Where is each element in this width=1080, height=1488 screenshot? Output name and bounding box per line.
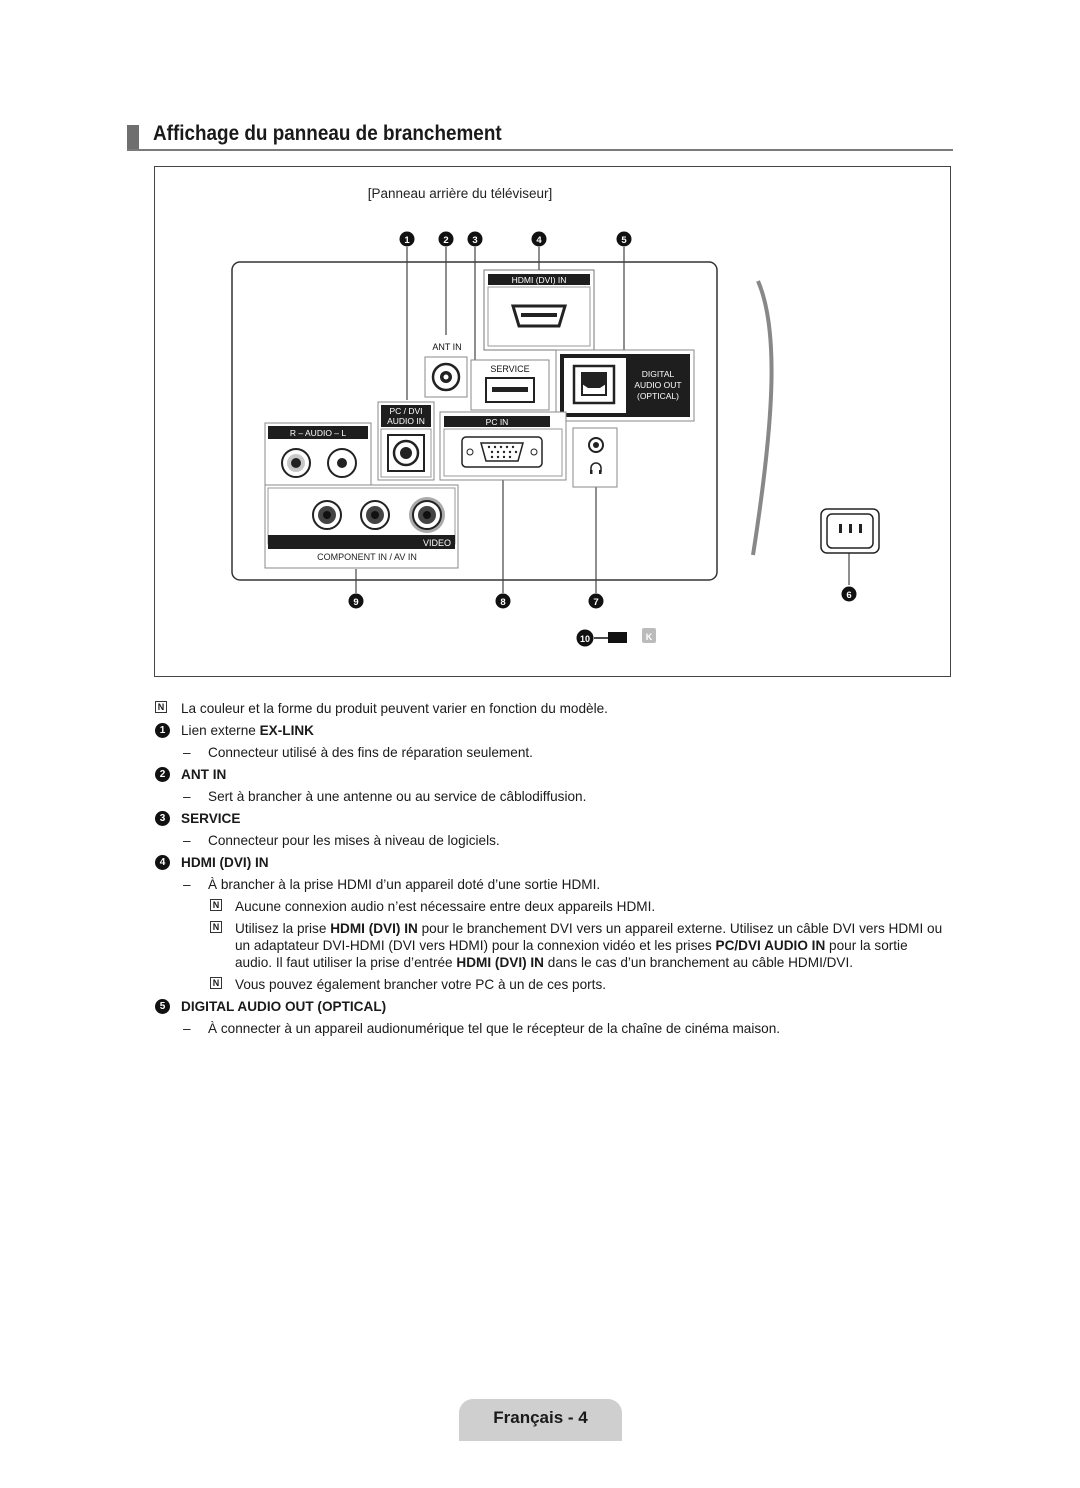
section-heading: Affichage du panneau de branchement — [127, 122, 953, 151]
list-item-hdmi: 4 HDMI (DVI) IN — [155, 854, 945, 871]
list-item-ex-link: 1 Lien externe EX-LINK — [155, 722, 945, 739]
callout-6: 6 — [846, 590, 851, 601]
audio-label: R – AUDIO – L — [290, 428, 346, 438]
sub-note: N Vous pouvez également brancher votre P… — [155, 976, 945, 993]
item-heading: ANT IN — [181, 767, 227, 782]
note-icon: N — [155, 701, 167, 713]
pc-in-vga-port: PC IN — [439, 411, 567, 481]
section-title: Affichage du panneau de branchement — [153, 122, 502, 145]
heading-bar — [127, 125, 139, 149]
dash-text: Sert à brancher à une antenne ou au serv… — [208, 789, 587, 804]
pc-dvi-audio-in-port: PC / DVI AUDIO IN — [377, 401, 435, 481]
dash-text: Connecteur pour les mises à niveau de lo… — [208, 833, 500, 848]
note-text: La couleur et la forme du produit peuven… — [181, 701, 608, 716]
callout-9: 9 — [353, 597, 358, 608]
heading-rule — [127, 149, 953, 151]
power-socket — [820, 508, 880, 554]
digital-label-3: (OPTICAL) — [637, 391, 679, 401]
item-heading: SERVICE — [181, 811, 241, 826]
item-number: 5 — [155, 999, 170, 1014]
note-icon: N — [210, 899, 222, 911]
item-prefix: Lien externe — [181, 723, 260, 738]
lock-cable-icon — [608, 632, 627, 643]
dash-item: – Connecteur pour les mises à niveau de … — [183, 833, 500, 848]
dash-item: – Sert à brancher à une antenne ou au se… — [183, 789, 587, 804]
optical-port: DIGITAL AUDIO OUT (OPTICAL) — [555, 349, 695, 422]
callout-3: 3 — [472, 235, 477, 246]
callout-numbers: 1 2 3 4 5 6 7 8 9 10 — [348, 231, 857, 647]
component-av-in-ports: VIDEO COMPONENT IN / AV IN — [264, 484, 459, 569]
digital-label-2: AUDIO OUT — [634, 380, 681, 390]
kensington-lock-icon — [642, 628, 656, 643]
callout-8: 8 — [500, 597, 505, 608]
dash-text: Connecteur utilisé à des fins de réparat… — [208, 745, 533, 760]
callout-2: 2 — [443, 235, 448, 246]
ant-in-port: ANT IN — [424, 342, 468, 398]
service-label: SERVICE — [490, 364, 529, 374]
hdmi-port: HDMI (DVI) IN — [483, 269, 595, 351]
list-item-digital-audio-out: 5 DIGITAL AUDIO OUT (OPTICAL) — [155, 998, 945, 1015]
item-number: 1 — [155, 723, 170, 738]
pc-dvi-label-2: AUDIO IN — [387, 416, 425, 426]
sub-note-rich: Utilisez la prise HDMI (DVI) IN pour le … — [235, 921, 943, 970]
item-number: 2 — [155, 767, 170, 782]
callout-lines — [355, 247, 850, 593]
component-label: COMPONENT IN / AV IN — [317, 552, 417, 562]
list-item-service: 3 SERVICE — [155, 810, 945, 827]
hdmi-label: HDMI (DVI) IN — [512, 275, 567, 285]
dash-text: À connecter à un appareil audionumérique… — [208, 1021, 781, 1036]
item-number: 3 — [155, 811, 170, 826]
page-footer-tab: Français - 4 — [459, 1399, 622, 1441]
note-item: N La couleur et la forme du produit peuv… — [155, 700, 945, 717]
notes-list: N La couleur et la forme du produit peuv… — [155, 700, 945, 1037]
service-usb-port: SERVICE — [470, 359, 550, 411]
ant-in-label: ANT IN — [432, 342, 461, 352]
dash-item: – À brancher à la prise HDMI d’un appare… — [183, 877, 601, 892]
dash-item: – Connecteur utilisé à des fins de répar… — [183, 745, 533, 760]
callout-4: 4 — [536, 235, 542, 246]
video-label: VIDEO — [423, 538, 451, 548]
figure-caption: [Panneau arrière du téléviseur] — [368, 186, 553, 201]
list-item-ant-in: 2 ANT IN — [155, 766, 945, 783]
callout-10: 10 — [580, 634, 590, 644]
pc-in-label: PC IN — [486, 417, 509, 427]
svg-text:K: K — [646, 632, 653, 642]
item-heading: HDMI (DVI) IN — [181, 855, 269, 870]
audio-rl-ports: R – AUDIO – L — [264, 422, 372, 486]
note-icon: N — [210, 977, 222, 989]
sub-note-text: Vous pouvez également brancher votre PC … — [235, 977, 607, 992]
item-number: 4 — [155, 855, 170, 870]
dash-item: – À connecter à un appareil audionumériq… — [183, 1021, 781, 1036]
rear-panel-figure: [Panneau arrière du téléviseur] 1 2 3 — [154, 166, 951, 677]
sub-note-text: Aucune connexion audio n’est nécessaire … — [235, 899, 656, 914]
dash-text: À brancher à la prise HDMI d’un appareil… — [208, 877, 601, 892]
digital-label-1: DIGITAL — [642, 369, 675, 379]
pc-dvi-label-1: PC / DVI — [389, 406, 422, 416]
sub-note: N Utilisez la prise HDMI (DVI) IN pour l… — [155, 920, 945, 971]
callout-1: 1 — [404, 235, 410, 246]
note-icon: N — [210, 921, 222, 933]
tv-side-edge — [751, 280, 774, 556]
headphone-icon — [590, 462, 602, 472]
item-heading: DIGITAL AUDIO OUT (OPTICAL) — [181, 999, 387, 1014]
sub-note: N Aucune connexion audio n’est nécessair… — [155, 898, 945, 915]
rear-panel-diagram: [Panneau arrière du téléviseur] 1 2 3 — [231, 186, 880, 647]
headphone-port — [572, 427, 618, 488]
callout-5: 5 — [621, 235, 627, 246]
callout-7: 7 — [593, 597, 598, 608]
item-heading: EX-LINK — [259, 723, 314, 738]
